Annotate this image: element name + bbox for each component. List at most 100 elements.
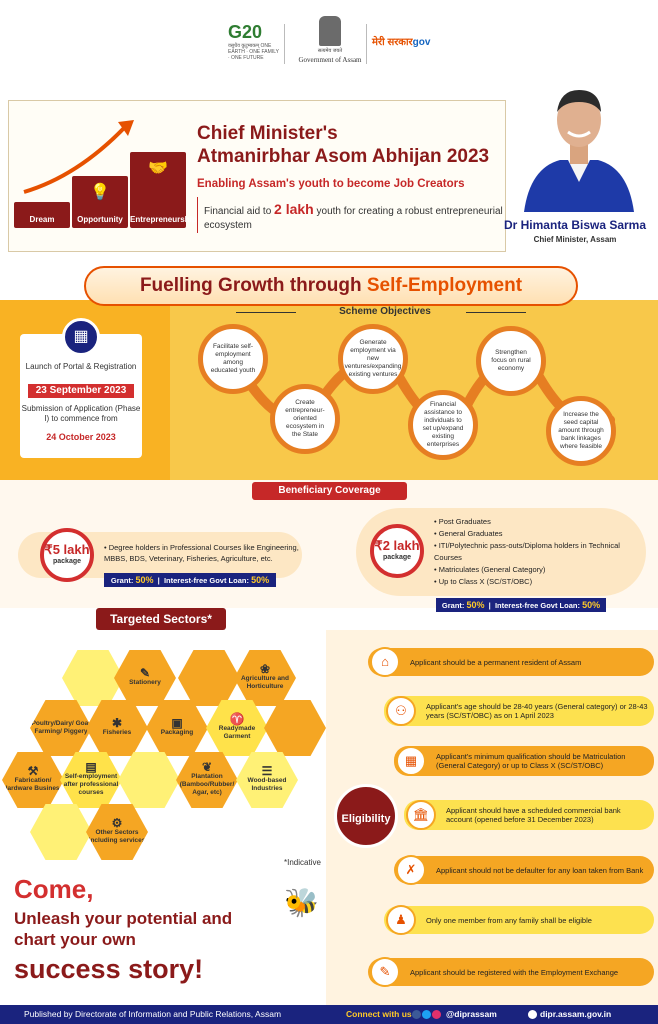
sector-garment: ♈Readymade Garment — [206, 700, 268, 756]
bank-icon: 🏛 — [406, 800, 436, 830]
launch-date: 23 September 2023 — [28, 384, 134, 398]
eligibility-item: Applicant's minimum qualification should… — [394, 746, 654, 776]
eligibility-item: Only one member from any family shall be… — [384, 906, 654, 934]
package-2-eligibility: • Post Graduates • General Graduates • I… — [434, 517, 620, 586]
objective-item: Increase the seed capital amount through… — [546, 396, 616, 466]
facebook-icon[interactable] — [412, 1010, 421, 1019]
government-label: Government of Assam — [298, 56, 362, 64]
scheme-description: Financial aid to 2 lakh youth for creati… — [204, 201, 503, 231]
g20-logo: G20 वसुधैव कुटुम्बकम् ONE EARTH · ONE FA… — [228, 22, 280, 62]
divider — [466, 312, 526, 313]
emblem-motto: सत्यमेव जयते — [317, 48, 343, 54]
twitter-icon[interactable] — [422, 1010, 431, 1019]
package-5-eligibility: • Degree holders in Professional Courses… — [104, 543, 299, 563]
sector-wood: ☰Wood-based Industries — [236, 752, 298, 808]
connect-label: Connect with us — [346, 1009, 412, 1019]
mygov-text-a: मेरी सरकार — [372, 37, 413, 48]
scheme-subtitle: Enabling Assam's youth to become Job Cre… — [197, 178, 465, 190]
eligibility-heading: Eligibility — [334, 784, 398, 848]
worker-icon: ⚒ — [27, 764, 39, 778]
calendar-icon: ▦ — [62, 318, 100, 356]
pencil-icon: ✎ — [139, 666, 151, 680]
hex-empty — [30, 804, 92, 860]
launch-label: Launch of Portal & Registration — [25, 362, 137, 371]
emblem-icon — [319, 16, 341, 46]
certificate-icon: ▦ — [396, 746, 426, 776]
mygov-logo: मेरी सरकारgov — [372, 34, 432, 56]
hex-empty — [118, 752, 180, 808]
bar-dream: Dream — [14, 202, 70, 228]
objective-item: Facilitate self-employment among educate… — [198, 324, 268, 394]
hex-empty — [178, 650, 240, 706]
cm-photo — [524, 90, 634, 212]
growth-arrow-icon — [23, 120, 134, 194]
indicative-note: *Indicative — [284, 858, 321, 867]
divider — [366, 24, 367, 64]
sector-packaging: ▣Packaging — [146, 700, 208, 756]
sector-agriculture: ❀Agriculture and Horticulture — [234, 650, 296, 706]
section-title-fuelling-growth: Fuelling Growth through Self-Employment — [84, 266, 578, 306]
scheme-title: Chief Minister's Atmanirbhar Asom Abhija… — [197, 123, 490, 167]
eligibility-item: Applicant should not be defaulter for an… — [394, 856, 654, 884]
divider — [236, 312, 296, 313]
package-5-badge: ₹5 lakh package — [40, 528, 94, 582]
slogan-come: Come, — [14, 874, 94, 904]
sector-other: ⚙Other Sectors including services — [86, 804, 148, 860]
person-icon: ♟ — [386, 905, 416, 935]
slogan-middle: Unleash your potential and chart your ow… — [14, 909, 233, 949]
sector-fisheries: ✱Fisheries — [86, 700, 148, 756]
beneficiary-heading: Beneficiary Coverage — [252, 482, 407, 500]
globe-icon — [528, 1010, 537, 1019]
plant-icon: ❀ — [259, 662, 271, 676]
eligibility-item: Applicant should be registered with the … — [368, 958, 654, 986]
bar-opportunity: 💡 Opportunity — [72, 176, 128, 228]
footer-bar: Published by Directorate of Information … — [0, 1005, 658, 1024]
divider — [284, 24, 285, 64]
package-2-funding: Grant: 50% | Interest-free Govt Loan: 50… — [436, 598, 606, 612]
cm-name: Dr Himanta Biswa Sarma — [503, 218, 647, 232]
submission-date: 24 October 2023 — [46, 432, 116, 442]
bulb-icon: 💡 — [90, 184, 110, 201]
bar-entrepreneurship: 🤝 Entrepreneurship — [130, 152, 197, 228]
slogan-success: success story! — [14, 954, 204, 984]
eligibility-item: Applicant should be a permanent resident… — [368, 648, 654, 676]
sectors-heading: Targeted Sectors* — [96, 608, 226, 630]
social-handle[interactable]: @diprassam — [446, 1009, 497, 1019]
gear-icon: ⚙ — [111, 816, 123, 830]
website-link[interactable]: dipr.assam.gov.in — [540, 1009, 612, 1019]
package-5-funding: Grant: 50% | Interest-free Govt Loan: 50… — [104, 573, 276, 587]
log-icon: ☰ — [261, 764, 273, 778]
divider — [197, 197, 198, 233]
submission-label: Submission of Application (Phase I) to c… — [21, 404, 141, 423]
objective-item: Create entrepreneur-oriented ecosystem i… — [270, 384, 340, 454]
home-icon: ⌂ — [370, 647, 400, 677]
instagram-icon[interactable] — [432, 1010, 441, 1019]
leaf-icon: ❦ — [201, 760, 213, 774]
g20-tagline: वसुधैव कुटुम्बकम् ONE EARTH · ONE FAMILY… — [228, 43, 279, 61]
hex-empty — [264, 700, 326, 756]
objective-item: Financial assistance to individuals to s… — [408, 390, 478, 460]
bee-icon: 🐝 — [284, 887, 319, 918]
cm-role: Chief Minister, Assam — [533, 235, 617, 244]
handshake-icon: 🤝 — [148, 160, 168, 177]
desk-icon: ▤ — [85, 760, 97, 774]
objective-item: Generate employment via new ventures/exp… — [338, 324, 408, 394]
sector-self-employment: ▤Self-employment after professional cour… — [60, 752, 122, 808]
eligibility-item: Applicant should have a scheduled commer… — [404, 800, 654, 830]
box-icon: ▣ — [171, 716, 183, 730]
eligibility-item: Applicant's age should be 28-40 years (G… — [384, 696, 654, 726]
shirt-icon: ♈ — [229, 712, 245, 726]
objective-item: Strengthen focus on rural economy — [476, 326, 546, 396]
publisher-text: Published by Directorate of Information … — [24, 1009, 282, 1019]
sector-stationery: ✎Stationery — [114, 650, 176, 706]
state-emblem: सत्यमेव जयते Government of Assam — [298, 16, 362, 76]
mygov-text-b: gov — [412, 37, 431, 48]
g20-text: G20 — [228, 22, 263, 42]
package-2-badge: ₹2 lakh package — [370, 524, 424, 578]
sector-fabrication: ⚒Fabrication/ Hardware Business — [2, 752, 64, 808]
fish-icon: ✱ — [111, 716, 123, 730]
sector-poultry: Poultry/Dairy/ Goat Farming/ Piggery — [30, 700, 92, 756]
no-default-icon: ✗ — [396, 855, 426, 885]
people-icon: ⚇ — [386, 696, 416, 726]
sector-plantation: ❦Plantation (Bamboo/Rubber/ Agar, etc) — [176, 752, 238, 808]
